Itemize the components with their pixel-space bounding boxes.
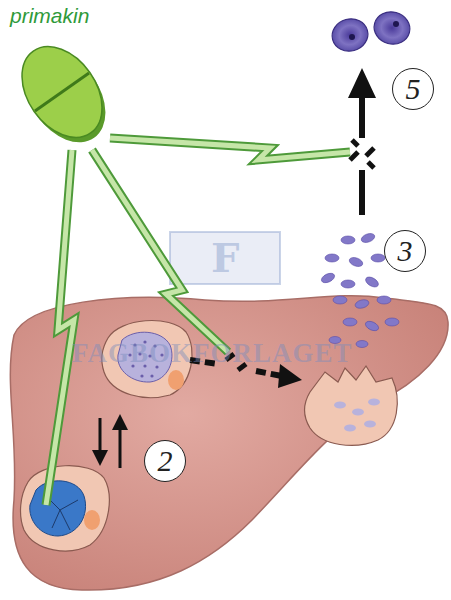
drug-name: primakin (10, 4, 89, 28)
callout-number: 5 (406, 74, 421, 104)
relapse-arrows (92, 414, 128, 468)
liver-cell-hypnozoite (21, 466, 110, 551)
pill-shape (10, 34, 115, 149)
callout-circle: 2 (144, 440, 186, 482)
watermark-logo: F (211, 234, 239, 281)
watermark-text: FAGBOKFORLAGET (72, 338, 353, 369)
ruptured-liver-cell (305, 366, 398, 445)
liver (10, 296, 448, 590)
drug-action-bolts (46, 138, 350, 505)
drug-pill: primakin (10, 4, 125, 154)
callout-number: 3 (398, 236, 413, 266)
callout-circle: 5 (392, 68, 434, 110)
infected-red-cells (328, 8, 413, 55)
blood-stage-arrow (348, 68, 376, 215)
callout-number: 2 (158, 446, 173, 476)
watermark-box (170, 232, 280, 284)
callout-circle: 3 (384, 230, 426, 272)
